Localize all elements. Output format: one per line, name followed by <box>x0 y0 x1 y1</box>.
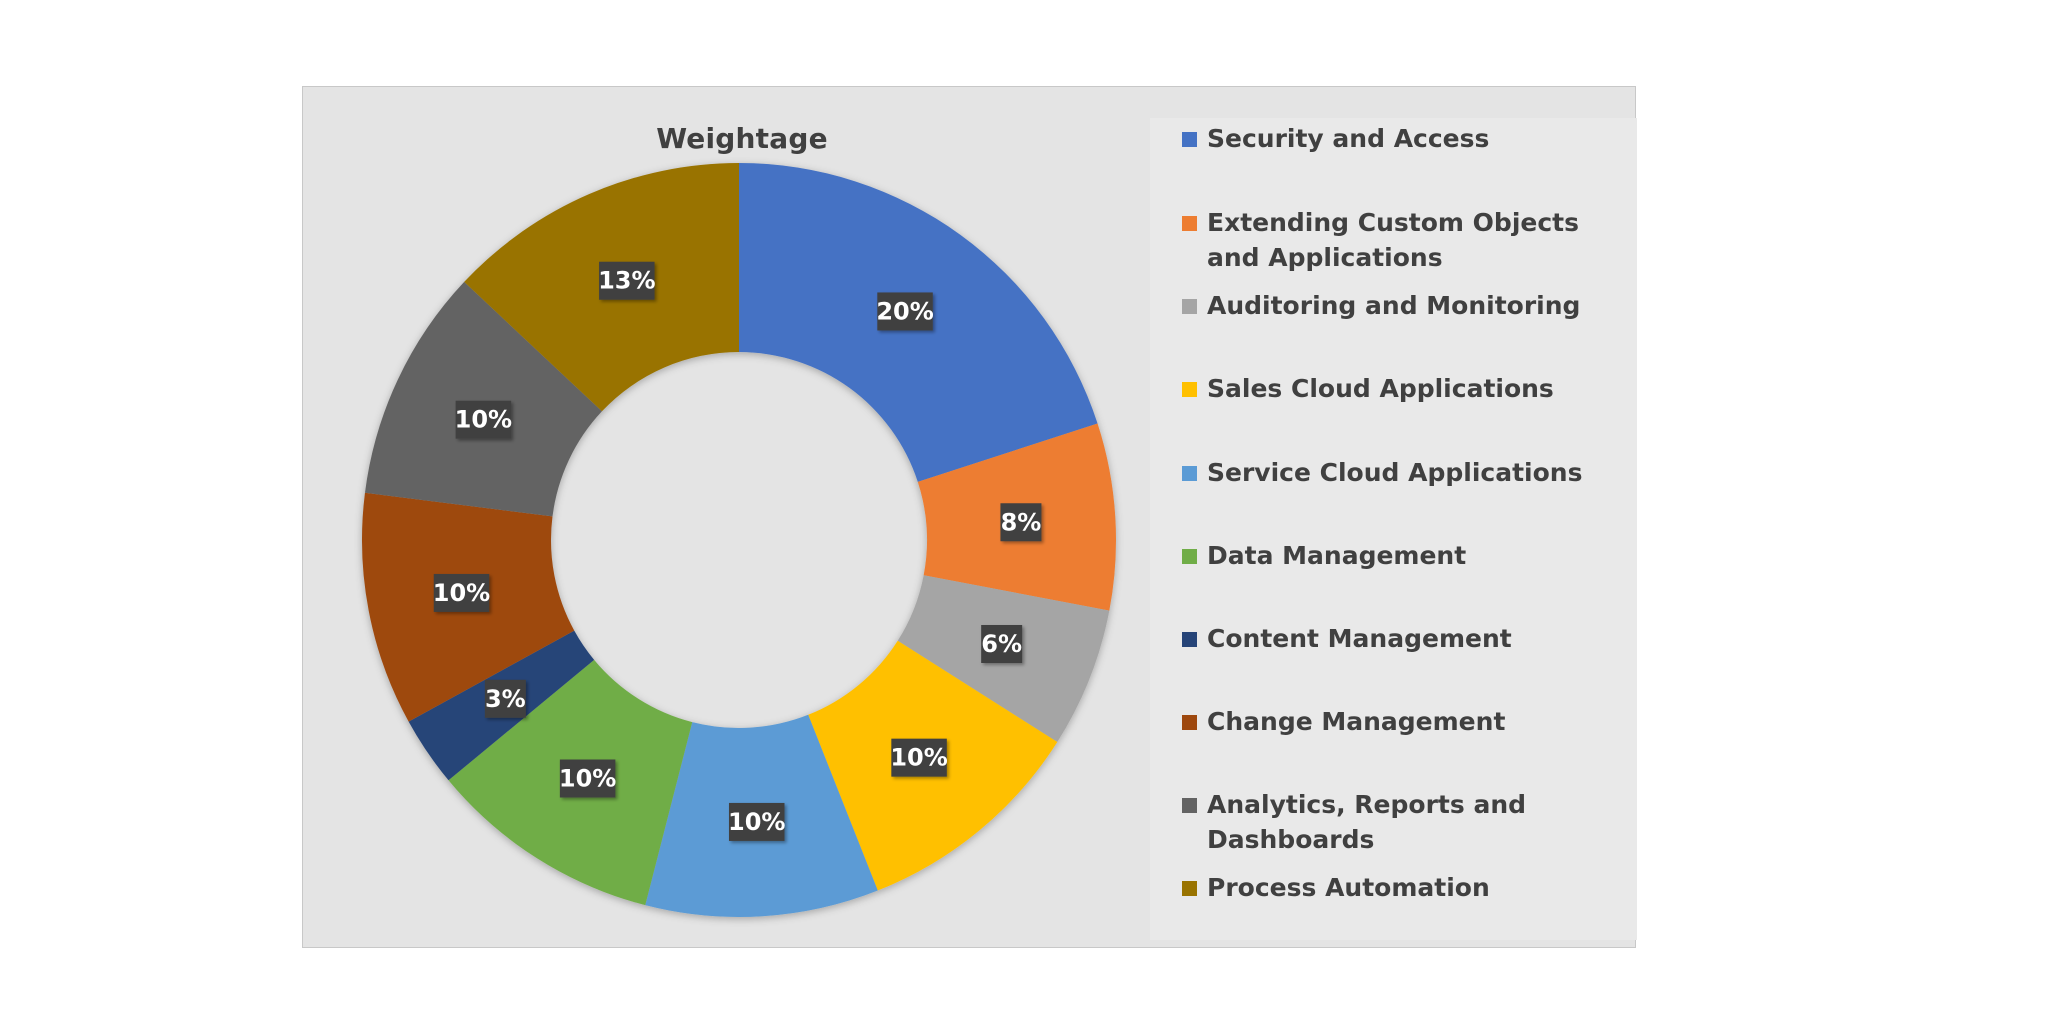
legend-swatch <box>1182 382 1197 397</box>
legend-item: Content Management <box>1182 621 1622 656</box>
legend-label: Data Management <box>1207 541 1467 570</box>
legend-label: Auditoring and Monitoring <box>1207 291 1581 320</box>
legend-item: Process Automation <box>1182 870 1622 905</box>
legend-label: Process Automation <box>1207 873 1490 902</box>
legend-swatch <box>1182 216 1197 231</box>
legend-swatch <box>1182 715 1197 730</box>
legend-swatch <box>1182 798 1197 813</box>
legend-item: Analytics, Reports and Dashboards <box>1182 787 1622 857</box>
legend-swatch <box>1182 299 1197 314</box>
legend-item: Auditoring and Monitoring <box>1182 288 1622 323</box>
legend-item: Sales Cloud Applications <box>1182 371 1622 406</box>
chart-title: Weightage <box>656 122 828 155</box>
legend-item: Extending Custom Objects and Application… <box>1182 205 1622 275</box>
legend-swatch <box>1182 549 1197 564</box>
legend-item: Change Management <box>1182 704 1622 739</box>
legend-swatch <box>1182 632 1197 647</box>
legend-panel <box>1150 118 1637 940</box>
legend-item: Security and Access <box>1182 121 1622 156</box>
legend-label: Analytics, Reports and Dashboards <box>1207 790 1527 854</box>
legend-swatch <box>1182 881 1197 896</box>
legend-swatch <box>1182 132 1197 147</box>
legend-item: Data Management <box>1182 538 1622 573</box>
legend-label: Change Management <box>1207 707 1506 736</box>
legend-label: Service Cloud Applications <box>1207 458 1583 487</box>
legend-label: Content Management <box>1207 624 1512 653</box>
legend-label: Sales Cloud Applications <box>1207 374 1554 403</box>
legend-item: Service Cloud Applications <box>1182 455 1622 490</box>
legend-label: Security and Access <box>1207 124 1490 153</box>
legend-swatch <box>1182 466 1197 481</box>
legend-label: Extending Custom Objects and Application… <box>1207 208 1579 272</box>
